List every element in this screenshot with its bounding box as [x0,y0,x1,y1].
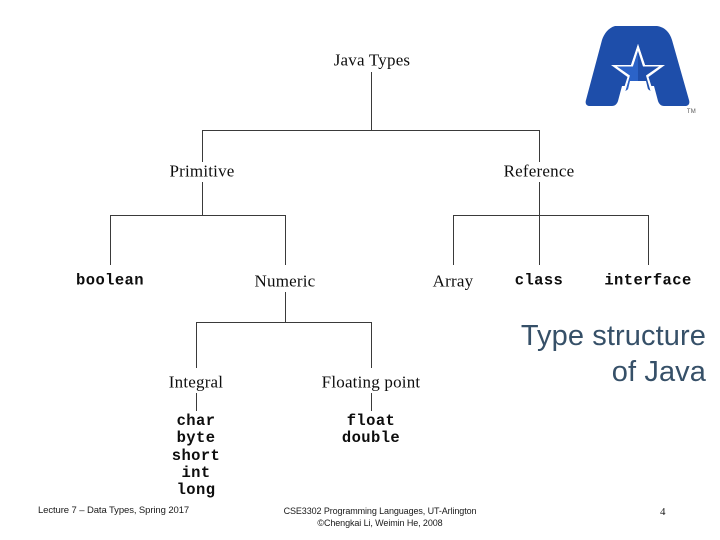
node-primitive: Primitive [169,161,235,181]
edge-to-reference [539,130,541,162]
node-floating-point: Floating point [321,372,421,392]
footer-course-info: CSE3302 Programming Languages, UT-Arling… [255,505,505,529]
edge-to-primitive [202,130,204,162]
edge-to-class [539,215,541,265]
edge-numeric-stem [285,292,287,323]
footer-course-line: CSE3302 Programming Languages, UT-Arling… [283,506,477,516]
keyword-byte: byte [176,429,216,448]
edge-to-array [453,215,455,265]
node-interface: interface [604,271,692,290]
uta-logo: TM [584,18,696,116]
edge-to-interface [648,215,650,265]
caption-line-2: of Java [611,356,706,389]
keyword-float: float [346,412,396,430]
edge-reference-bar [453,215,649,217]
keyword-double: double [341,429,401,448]
edge-to-numeric [285,215,287,265]
edge-root-stem [371,72,373,130]
footer-copyright-line: ©Chengkai Li, Weimin He, 2008 [317,518,443,529]
leaf-floating-types: float double [341,412,401,448]
keyword-short: short [171,446,221,465]
edge-to-floating-point [371,322,373,368]
keyword-long: long [176,481,216,500]
edge-primitive-stem [202,182,204,216]
edge-level2-bar [202,130,540,132]
node-java-types: Java Types [333,50,411,70]
logo-letter-a [585,26,690,106]
edge-primitive-bar [110,215,286,217]
node-numeric: Numeric [254,271,316,291]
uta-logo-svg [585,26,690,106]
edge-to-integral [196,322,198,368]
edge-reference-stem [539,182,541,216]
edge-numeric-bar [196,322,372,324]
edge-to-boolean [110,215,112,265]
footer-page-number: 4 [660,506,666,518]
node-boolean: boolean [76,271,144,290]
leaf-integral-types: char byte short int long [171,412,221,500]
keyword-int: int [181,464,211,483]
trademark-mark: TM [686,109,696,115]
node-reference: Reference [503,161,575,181]
edge-integral-stem [196,393,198,411]
logo-star-plume [624,81,652,106]
node-class: class [514,271,564,290]
node-integral: Integral [168,372,224,392]
edge-floating-stem [371,393,373,411]
java-types-tree: Java Types Primitive Reference boolean N… [76,50,692,500]
caption-line-1: Type structure [520,320,706,352]
node-array: Array [432,271,474,291]
keyword-char: char [176,412,216,430]
slide-caption: Type structure of Java [376,318,706,391]
footer-lecture-info: Lecture 7 – Data Types, Spring 2017 [38,505,190,516]
